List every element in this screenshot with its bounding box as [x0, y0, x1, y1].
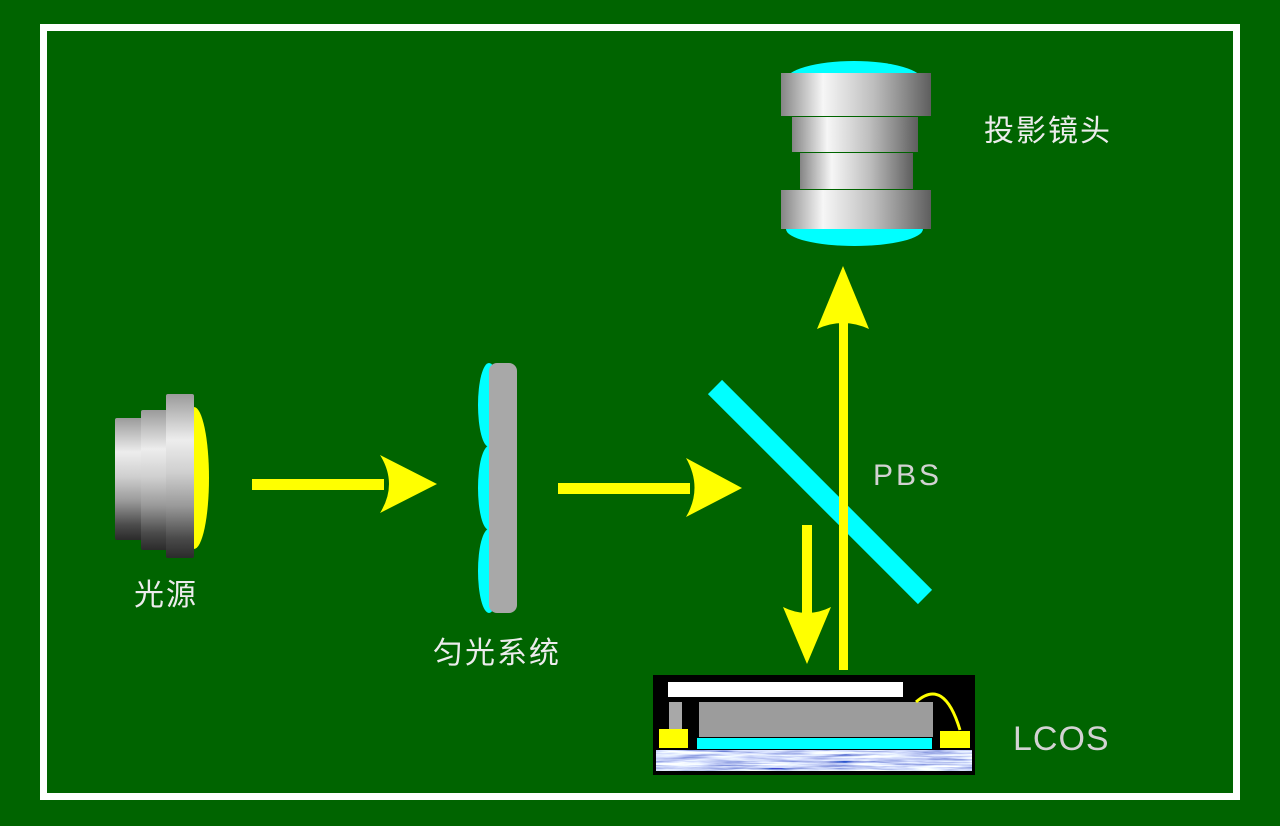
lens-plate — [489, 363, 517, 613]
border-frame — [40, 24, 1240, 800]
lcos-substrate-texture — [656, 750, 972, 771]
lamp-section-mid — [141, 410, 168, 550]
lcos-liquid-crystal-layer — [697, 738, 932, 749]
label-pbs: PBS — [873, 459, 943, 492]
lcos-left-post — [669, 702, 682, 730]
lcos-pad-right — [940, 731, 970, 748]
lcos-pad-left — [659, 729, 688, 748]
marble-texture-icon — [656, 750, 972, 771]
label-projection-lens: 投影镜头 — [984, 115, 1112, 148]
lcos-cover-glass — [668, 682, 903, 697]
barrel-section-2 — [792, 117, 918, 152]
label-homogenizer: 匀光系统 — [433, 637, 561, 670]
barrel-section-3 — [800, 153, 913, 189]
barrel-section-1 — [781, 73, 931, 116]
barrel-section-4 — [781, 190, 931, 229]
lamp-section-back — [115, 418, 143, 540]
lamp-section-front — [166, 394, 194, 558]
label-light-source: 光源 — [134, 579, 198, 612]
label-lcos: LCOS — [1013, 720, 1110, 758]
lcos-die — [699, 702, 933, 737]
